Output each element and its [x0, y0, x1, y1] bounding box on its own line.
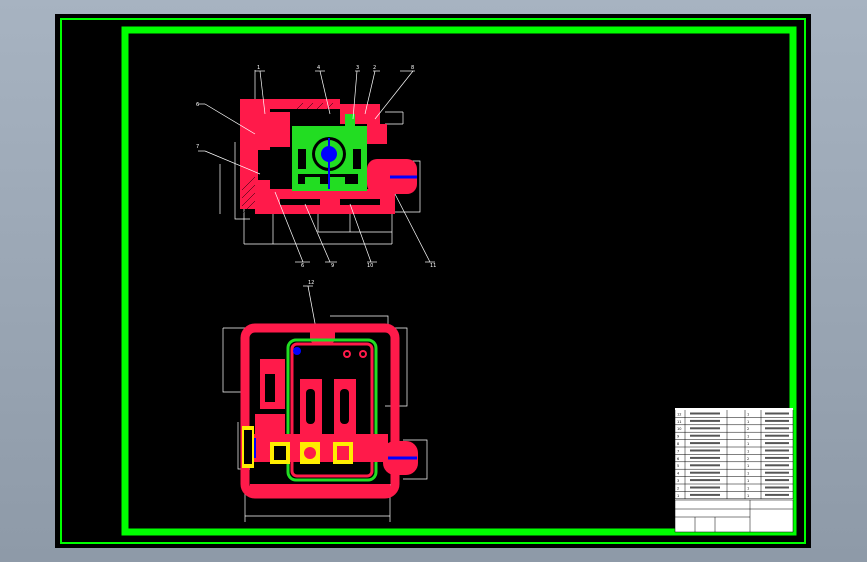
parts-row-name — [690, 427, 720, 430]
callout-8: 8 — [411, 65, 414, 71]
parts-row-qty: 1 — [747, 435, 749, 439]
parts-row-qty: 1 — [747, 412, 749, 416]
parts-row-name — [690, 419, 720, 422]
parts-row-qty: 1 — [747, 486, 749, 490]
parts-row-qty: 1 — [747, 494, 749, 498]
parts-row-number: 8 — [677, 442, 679, 446]
callout-6-left: 6 — [196, 102, 199, 108]
parts-row-number: 5 — [677, 464, 679, 468]
parts-row-qty: 1 — [747, 420, 749, 424]
parts-row-name — [690, 486, 720, 489]
callout-2: 2 — [373, 65, 376, 71]
callout-4: 4 — [317, 65, 320, 71]
callout-leaders — [198, 70, 435, 263]
parts-row-qty: 1 — [747, 472, 749, 476]
parts-row-material — [765, 442, 789, 445]
callout-11: 11 — [430, 263, 436, 269]
parts-row-name — [690, 434, 720, 437]
parts-row-name — [690, 442, 720, 445]
parts-row-material — [765, 412, 789, 415]
parts-row-number: 3 — [677, 479, 679, 483]
assembly-drawing: 1 4 3 2 8 6 7 6 9 10 11 12 — [60, 18, 806, 544]
parts-row-material — [765, 479, 789, 482]
parts-row-name — [690, 479, 720, 482]
parts-row-qty: 1 — [747, 449, 749, 453]
parts-row-material — [765, 449, 789, 452]
cad-viewport[interactable]: 1 4 3 2 8 6 7 6 9 10 11 12 — [55, 14, 811, 548]
parts-row-number: 7 — [677, 449, 679, 453]
parts-row-number: 6 — [677, 457, 679, 461]
plan-gear-housing — [286, 338, 378, 482]
plan-view: 12 — [222, 280, 428, 522]
parts-row-material — [765, 464, 789, 467]
parts-row-name — [690, 464, 720, 467]
callout-10: 10 — [367, 263, 373, 269]
parts-row-material — [765, 486, 789, 489]
worm-gear — [292, 114, 367, 191]
parts-row-name — [690, 412, 720, 415]
parts-row-qty: 1 — [747, 479, 749, 483]
parts-row-qty: 2 — [747, 427, 749, 431]
callout-12: 12 — [308, 280, 314, 286]
parts-row-name — [690, 456, 720, 459]
parts-row-name — [690, 471, 720, 474]
outer-frame — [60, 18, 806, 544]
inner-frame — [121, 26, 797, 536]
parts-row-qty: 2 — [747, 457, 749, 461]
parts-row-material — [765, 427, 789, 430]
parts-row-name — [690, 449, 720, 452]
parts-row-material — [765, 419, 789, 422]
parts-row-number: 1 — [677, 494, 679, 498]
section-hatching — [241, 102, 334, 215]
callout-6-bottom: 6 — [301, 263, 304, 269]
callout-3: 3 — [356, 65, 359, 71]
parts-row-number: 12 — [677, 412, 681, 416]
parts-row-number: 9 — [677, 435, 679, 439]
parts-row-qty: 1 — [747, 464, 749, 468]
parts-row-number: 2 — [677, 486, 679, 490]
parts-row-material — [765, 434, 789, 437]
parts-row-name — [690, 493, 720, 496]
parts-row-material — [765, 456, 789, 459]
parts-row-number: 4 — [677, 472, 680, 476]
callout-9: 9 — [331, 263, 334, 269]
parts-row-qty: 1 — [747, 442, 749, 446]
callout-1: 1 — [257, 65, 260, 71]
parts-row-number: 10 — [677, 427, 681, 431]
parts-row-number: 11 — [677, 420, 681, 424]
parts-row-material — [765, 471, 789, 474]
front-section-view: 1 4 3 2 8 6 7 6 9 10 11 — [196, 65, 436, 269]
callout-7: 7 — [196, 144, 199, 150]
parts-row-material — [765, 493, 789, 496]
